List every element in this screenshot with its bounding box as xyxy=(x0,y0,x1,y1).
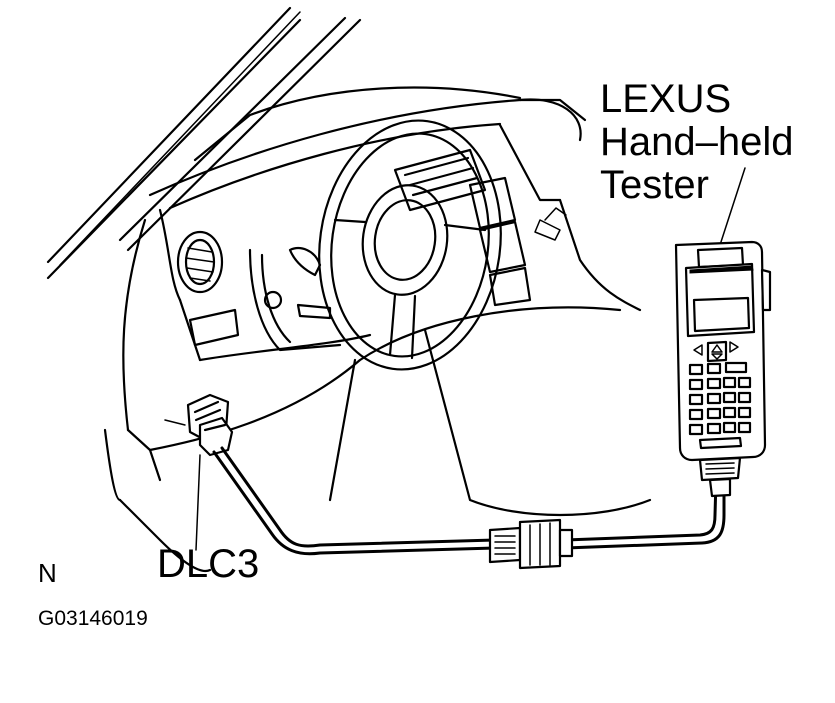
figure-code: G03146019 xyxy=(38,607,148,630)
steering-wheel xyxy=(318,119,502,371)
tester-label-line2: Hand–held xyxy=(600,120,794,164)
tester-label-line3: Tester xyxy=(600,163,709,207)
view-label: N xyxy=(38,558,57,588)
tester-leader-line xyxy=(719,167,746,246)
tester-label-line1: LEXUS xyxy=(600,77,732,121)
windshield-pillar xyxy=(46,6,362,280)
dashboard-outline xyxy=(103,86,652,573)
side-vent xyxy=(176,230,240,347)
steering-column xyxy=(248,247,342,352)
connector-label: DLC3 xyxy=(157,542,260,586)
tester-cable xyxy=(212,446,726,556)
keypad xyxy=(688,361,752,436)
dlc3-connector xyxy=(164,393,234,551)
cable-adapter xyxy=(488,518,574,570)
tester-label: LEXUS Hand–held Tester xyxy=(600,78,794,207)
hand-held-tester xyxy=(674,240,772,498)
